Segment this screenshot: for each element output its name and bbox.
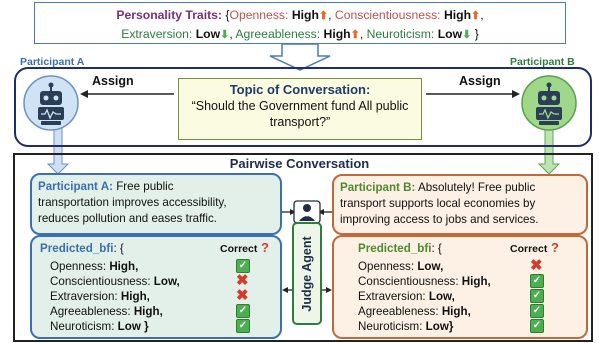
assign-label-right: Assign — [459, 74, 501, 88]
trait-agreeableness-value: High — [323, 27, 351, 41]
robot-a-icon — [20, 74, 82, 132]
down-arrow-icon: ⬇ — [220, 29, 230, 41]
message-a-line: reduces pollution and eases traffic. — [38, 212, 217, 225]
predicted-row: Openness: High, — [50, 260, 139, 273]
predicted-row: Conscientiousness: High, — [358, 275, 491, 288]
traits-heading: Personality Traits: — [116, 8, 222, 22]
robot-b-icon — [518, 74, 580, 132]
predicted-row: Openness: Low, — [358, 260, 444, 273]
trait-extraversion: Extraversion: — [121, 27, 193, 41]
message-a-line: transportation improves accessibility, — [38, 196, 227, 209]
participant-b-label: Participant B — [510, 56, 575, 68]
cross-icon: ✖ — [530, 257, 543, 274]
assignment-container — [14, 67, 592, 147]
marks-b: ✖ ✓ ✓ ✓ ✓ — [530, 257, 546, 334]
topic-box: Topic of Conversation: “Should the Gover… — [178, 78, 422, 140]
checkmark-icon: ✓ — [530, 304, 544, 318]
predicted-row: Neuroticism: Low} — [358, 320, 454, 333]
trait-neuroticism: Neuroticism: — [366, 27, 435, 41]
predicted-row: Extraversion: High, — [50, 290, 150, 303]
checkmark-icon: ✓ — [530, 289, 544, 303]
cross-icon: ✖ — [236, 287, 249, 304]
trait-extraversion-value: Low — [195, 27, 221, 41]
predicted-row: Conscientiousness: Low, — [50, 275, 180, 288]
predicted-bfi-b: Predicted_bfi: { Correct ? Openness: Low… — [332, 235, 588, 339]
personality-traits-box: Personality Traits: {Openness: High⬆, Co… — [34, 2, 566, 44]
message-b-line: transport supports local economies by — [340, 197, 536, 210]
traits-open-brace: { — [225, 8, 230, 22]
marks-a: ✓ ✖ ✖ ✓ ✓ — [236, 259, 252, 334]
down-arrow-icon: ⬇ — [462, 29, 472, 41]
correct-label-b: Correct — [510, 243, 548, 255]
predicted-b-title: Predicted_bfi — [358, 242, 432, 255]
pairwise-conversation-container — [13, 153, 593, 342]
predicted-a-rows: Openness: High, Conscientiousness: Low, … — [50, 259, 180, 334]
checkmark-icon: ✓ — [530, 319, 544, 333]
correct-label-a: Correct — [220, 243, 258, 255]
checkmark-icon: ✓ — [236, 304, 250, 318]
pairwise-title: Pairwise Conversation — [229, 156, 370, 171]
trait-openness-value: High — [291, 8, 319, 22]
predicted-row: Agreeableness: High, — [358, 305, 471, 318]
up-arrow-icon: ⬆ — [318, 10, 329, 22]
predicted-bfi-a: Predicted_bfi: { Correct ? Openness: Hig… — [30, 235, 282, 339]
judge-agent-label: Judge Agent — [300, 235, 314, 312]
message-a-line: Free public — [116, 180, 174, 193]
trait-conscientiousness-value: High — [443, 8, 472, 22]
predicted-row: Neuroticism: Low } — [50, 320, 149, 333]
participant-a-label: Participant A — [20, 56, 85, 68]
cross-icon: ✖ — [236, 272, 249, 289]
topic-line-2: transport?” — [269, 115, 331, 129]
trait-neuroticism-value: Low — [437, 27, 463, 41]
message-b-speaker: Participant B: — [340, 181, 416, 194]
message-b-line: improving access to jobs and services. — [340, 213, 539, 226]
up-arrow-icon: ⬆ — [350, 29, 360, 41]
topic-line-1: “Should the Government fund All public — [191, 99, 409, 113]
topic-title: Topic of Conversation: — [229, 82, 371, 97]
judge-agent-box: Judge Agent — [292, 222, 322, 325]
predicted-a-title: Predicted_bfi — [40, 242, 114, 255]
question-mark-icon: ? — [547, 240, 559, 255]
predicted-b-open: : { — [431, 242, 442, 255]
message-b-line: Absolutely! Free public — [417, 181, 536, 194]
checkmark-icon: ✓ — [530, 274, 544, 288]
message-participant-b: Participant B: Absolutely! Free public t… — [332, 174, 588, 235]
message-a-speaker: Participant A: — [38, 180, 113, 193]
question-mark-icon: ? — [257, 240, 269, 255]
trait-conscientiousness: Conscientiousness: — [334, 8, 441, 22]
trait-openness: Openness: — [229, 8, 289, 22]
assign-label-left: Assign — [92, 74, 134, 88]
up-arrow-icon: ⬆ — [471, 10, 481, 22]
trait-agreeableness: Agreeableness: — [235, 27, 321, 41]
traits-close-brace: } — [474, 27, 479, 41]
message-participant-a: Participant A: Free public transportatio… — [30, 173, 282, 235]
checkmark-icon: ✓ — [236, 259, 250, 273]
predicted-b-rows: Openness: Low, Conscientiousness: High, … — [358, 259, 491, 334]
checkmark-icon: ✓ — [236, 319, 250, 333]
predicted-row: Extraversion: Low, — [358, 290, 455, 303]
judge-person-icon — [293, 200, 321, 224]
predicted-row: Agreeableness: High, — [50, 305, 163, 318]
predicted-a-open: : { — [113, 242, 124, 255]
